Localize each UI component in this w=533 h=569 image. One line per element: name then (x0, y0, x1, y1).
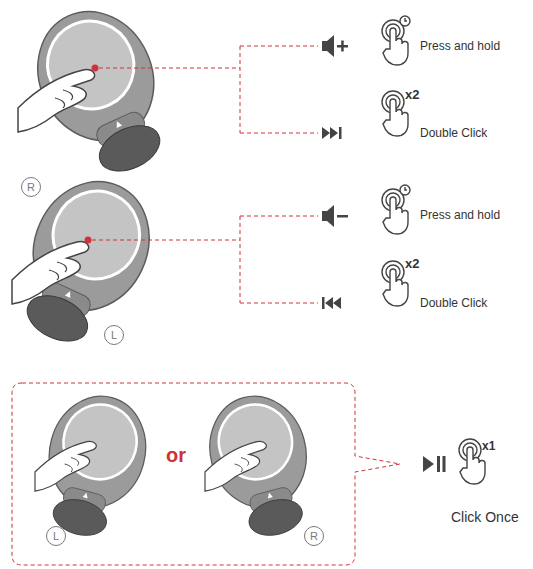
tap-count: x2 (405, 88, 419, 102)
action-text: Press and hold (420, 209, 500, 222)
action-text: Click Once (451, 510, 519, 525)
side-letter: R (27, 181, 35, 193)
action-text: Double Click (420, 297, 487, 310)
tap-count: x1 (482, 440, 495, 453)
side-letter: L (53, 530, 59, 542)
side-letter: R (310, 530, 318, 542)
tap-icons (382, 16, 485, 484)
side-badge: L (104, 325, 124, 345)
or-word: or (166, 444, 186, 466)
side-badge: R (21, 177, 41, 197)
side-badge: R (304, 526, 324, 546)
action-text: Double Click (420, 127, 487, 140)
action-text: Press and hold (420, 40, 500, 53)
tap-count: x2 (405, 257, 419, 271)
side-letter: L (111, 329, 117, 341)
side-badge: L (46, 526, 66, 546)
